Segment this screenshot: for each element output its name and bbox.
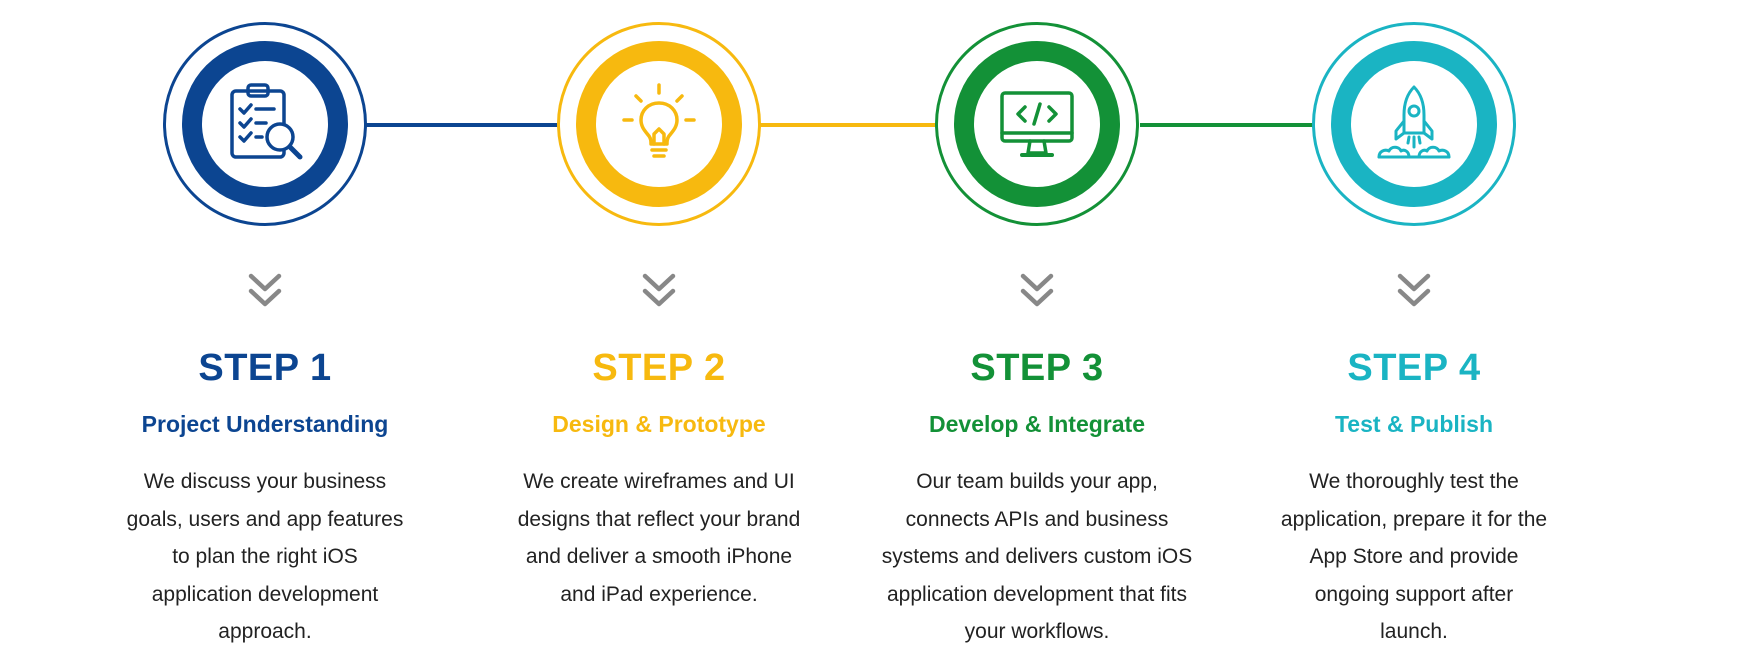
step-4-description: We thoroughly test the application, prep…	[1280, 470, 1548, 643]
rocket-icon	[1369, 79, 1459, 169]
step-3: STEP 3 Develop & Integrate Our team buil…	[877, 0, 1197, 666]
step-2-subtitle: Design & Prototype	[552, 411, 766, 437]
step-4-title: STEP 4	[1347, 347, 1481, 389]
step-1-description: We discuss your business goals, users an…	[126, 470, 404, 643]
connector-3-4	[1140, 123, 1320, 127]
lightbulb-icon	[614, 79, 704, 169]
step-2-description: We create wireframes and UI designs that…	[517, 470, 801, 606]
step-3-description: Our team builds your app, connects APIs …	[881, 470, 1193, 643]
chevron-down-icon	[1394, 270, 1434, 310]
chevron-down-icon	[639, 270, 679, 310]
chevron-down-icon	[245, 270, 285, 310]
chevron-down-icon	[1017, 270, 1057, 310]
step-2: STEP 2 Design & Prototype We create wire…	[499, 0, 819, 666]
clipboard-search-icon	[220, 79, 310, 169]
connector-1-2	[365, 123, 560, 127]
connector-2-3	[758, 123, 940, 127]
step-3-subtitle: Develop & Integrate	[929, 411, 1145, 437]
step-1-subtitle: Project Understanding	[141, 411, 389, 437]
step-3-title: STEP 3	[970, 347, 1104, 389]
step-4: STEP 4 Test & Publish We thoroughly test…	[1254, 0, 1574, 666]
step-2-title: STEP 2	[592, 347, 726, 389]
step-1-title: STEP 1	[198, 347, 332, 389]
step-1: STEP 1 Project Understanding We discuss …	[105, 0, 425, 666]
code-monitor-icon	[992, 79, 1082, 169]
step-4-subtitle: Test & Publish	[1334, 411, 1494, 437]
